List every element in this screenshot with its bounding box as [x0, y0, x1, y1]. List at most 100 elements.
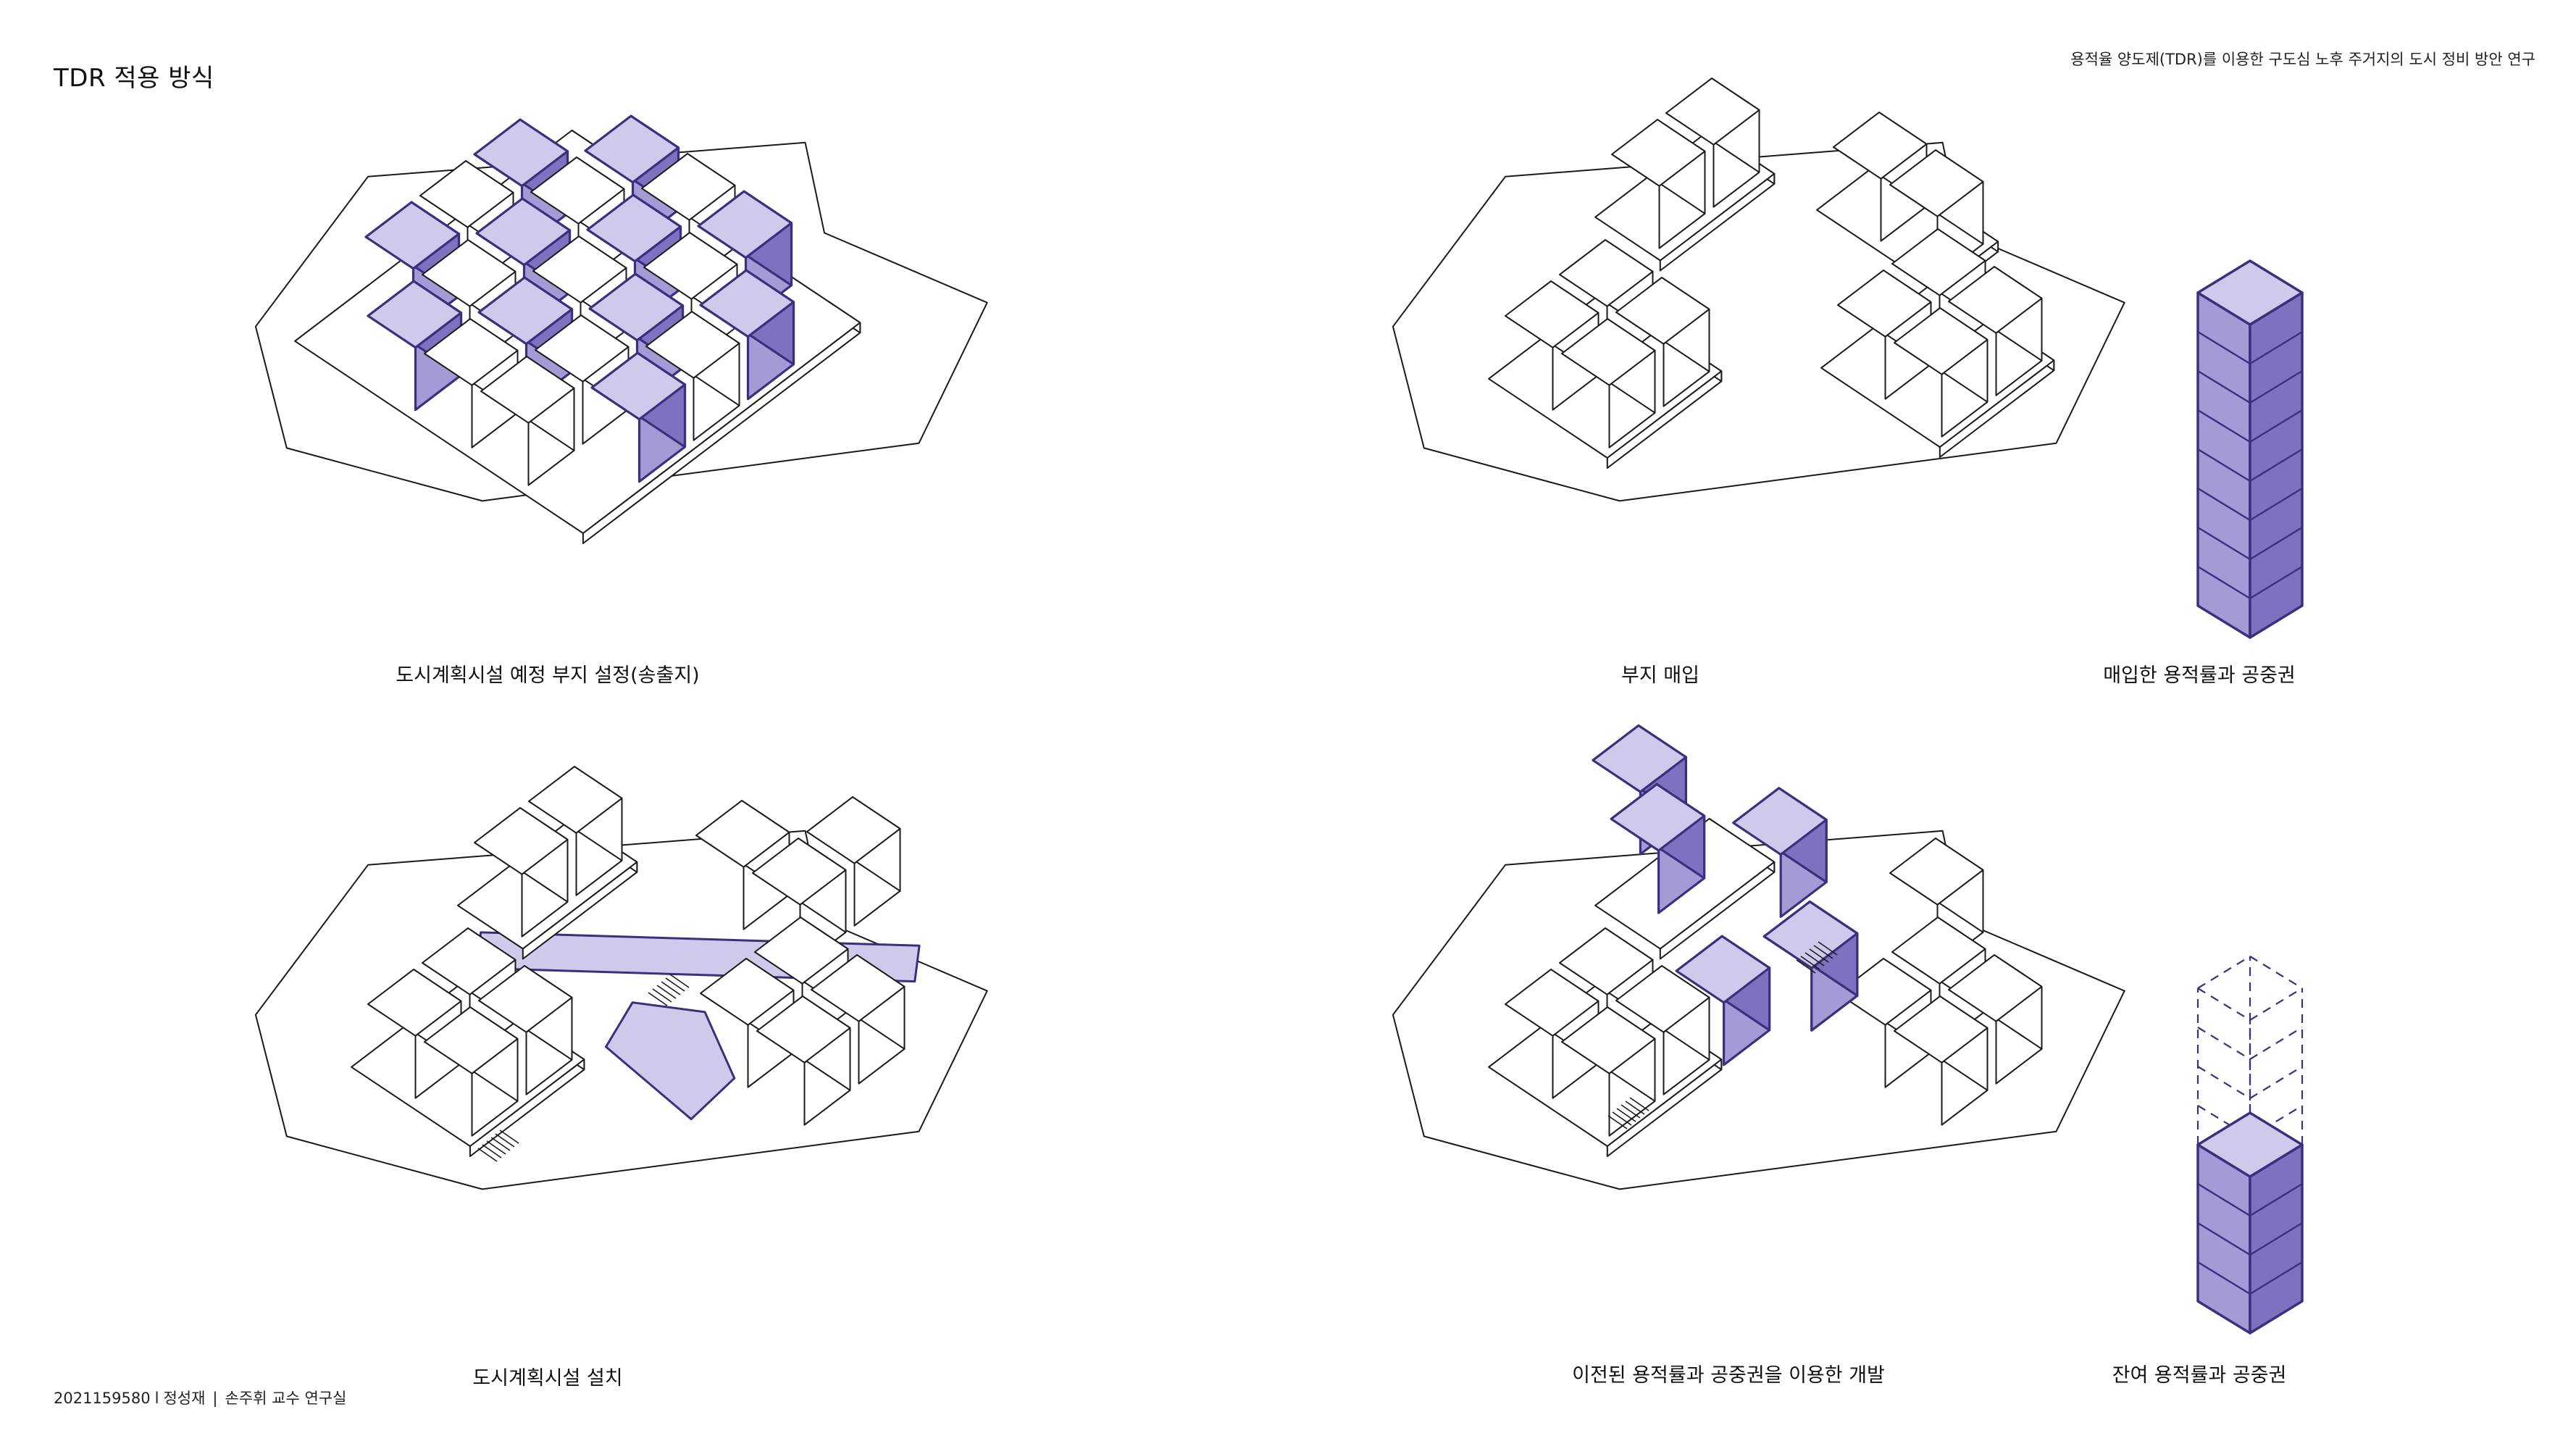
block-top-face: [422, 927, 517, 995]
page-title: TDR 적용 방식: [54, 64, 214, 93]
building-block: [756, 995, 851, 1126]
block-top-face: [528, 766, 623, 834]
tower-top-face: [2196, 1111, 2304, 1178]
footer-divider: l: [154, 1390, 159, 1407]
stair-step: [1809, 948, 1829, 963]
tower-floor-line: [2197, 565, 2251, 600]
block-top-face: [1561, 1006, 1656, 1074]
tower-floor-line: [2249, 487, 2303, 522]
dashed-floor-line: [2197, 1027, 2251, 1060]
block-top-face: [532, 235, 627, 304]
panel-facility-install-drawing: [254, 766, 988, 1190]
building-block: [1665, 78, 1760, 208]
block-top-face: [1732, 787, 1828, 856]
building-block: [528, 766, 623, 896]
block-top-face: [530, 156, 625, 225]
block-top-face: [754, 916, 849, 985]
stair-step: [652, 988, 672, 1003]
block-top-face: [1891, 228, 1986, 296]
block-top-face: [1665, 78, 1760, 146]
block-top-face: [480, 356, 575, 424]
panel-remaining-rights-drawing: [2196, 956, 2304, 1335]
building-block: [474, 807, 569, 938]
building-block: [806, 796, 901, 927]
building-block: [424, 1006, 519, 1137]
block-top-face: [1505, 969, 1599, 1037]
block-top-face: [422, 239, 517, 307]
stair-step: [482, 1144, 502, 1158]
redeveloped-building: [1675, 935, 1771, 1066]
block-top-face: [1505, 280, 1599, 348]
building-block: [1894, 307, 1989, 438]
stair-step: [661, 981, 681, 995]
block-top-face: [478, 965, 573, 1033]
stair-icon: [477, 1129, 519, 1162]
tower-floor-line: [2197, 1182, 2251, 1217]
dashed-floor-line: [2249, 987, 2303, 1021]
building-block: [645, 311, 740, 441]
stair-step: [490, 1137, 511, 1151]
stair-step: [499, 1129, 519, 1144]
redeveloped-building: [1610, 782, 1706, 914]
stair-step: [486, 1140, 506, 1155]
stair-icon: [1796, 941, 1838, 974]
block-top-face: [1837, 958, 1932, 1026]
block-top-face: [424, 318, 519, 386]
stair-step: [1800, 956, 1820, 970]
tower-floor-line: [2197, 448, 2251, 483]
tower-floor-line: [2197, 487, 2251, 522]
stair-step: [1621, 1104, 1641, 1119]
block-top-face: [806, 796, 901, 864]
dashed-roof-line: [2197, 956, 2251, 989]
redeveloped-building: [1732, 787, 1828, 919]
dashed-roof-line: [2249, 956, 2303, 989]
tower-floor-line: [2197, 369, 2251, 404]
tower-floor-line: [2249, 448, 2303, 483]
tower-floor-line: [2197, 1222, 2251, 1256]
stair-step: [1625, 1101, 1645, 1115]
block-top-face: [1615, 965, 1710, 1033]
block-top-face: [535, 314, 630, 383]
panel-site-purchase-drawing: [1392, 78, 2125, 502]
footer-student-id: 2021159580: [54, 1390, 151, 1407]
tower-floor-line: [2197, 409, 2251, 443]
stair-step: [669, 974, 690, 988]
block-top-face: [1948, 266, 2043, 334]
stair-step: [495, 1133, 515, 1148]
tower-floor-line: [2249, 1261, 2303, 1295]
block-top-face: [590, 351, 687, 421]
dashed-floor-line: [2197, 987, 2251, 1021]
tower-floor-line: [2249, 1222, 2303, 1256]
block-top-face: [1889, 838, 1984, 906]
stair-icon: [1607, 1097, 1649, 1129]
stair-step: [1612, 1111, 1632, 1126]
block-top-face: [752, 838, 847, 906]
stair-step: [1813, 945, 1833, 959]
stair-step: [1818, 941, 1838, 956]
caption-purchased-rights: 매입한 용적률과 공중권: [2103, 664, 2296, 687]
tower-floor-line: [2249, 565, 2303, 600]
block-top-face: [588, 272, 685, 342]
block-top-face: [697, 190, 793, 259]
footer-lab: 손주휘 교수 연구실: [225, 1390, 347, 1407]
dashed-floor-line: [2249, 1105, 2303, 1138]
block-top-face: [419, 160, 514, 228]
stair-step: [648, 992, 668, 1006]
block-top-face: [424, 1006, 519, 1074]
stair-icon: [648, 974, 690, 1006]
building-block: [1948, 954, 2043, 1085]
caption-development: 이전된 용적률과 공중권을 이용한 개발: [1572, 1364, 1885, 1387]
block-top-face: [367, 969, 462, 1037]
block-top-face: [1559, 239, 1654, 307]
stair-step: [1629, 1097, 1649, 1111]
dashed-floor-line: [2197, 1066, 2251, 1099]
block-top-face: [1894, 307, 1989, 375]
caption-facility-install: 도시계획시설 설치: [472, 1367, 623, 1390]
panel-purchased-rights-drawing: [2196, 259, 2304, 639]
tower-floor-line: [2249, 526, 2303, 561]
dashed-floor-line: [2249, 1066, 2303, 1099]
caption-sending-site: 도시계획시설 예정 부지 설정(송출지): [396, 664, 700, 687]
tower-floor-line: [2197, 526, 2251, 561]
block-top-face: [1948, 954, 2043, 1022]
